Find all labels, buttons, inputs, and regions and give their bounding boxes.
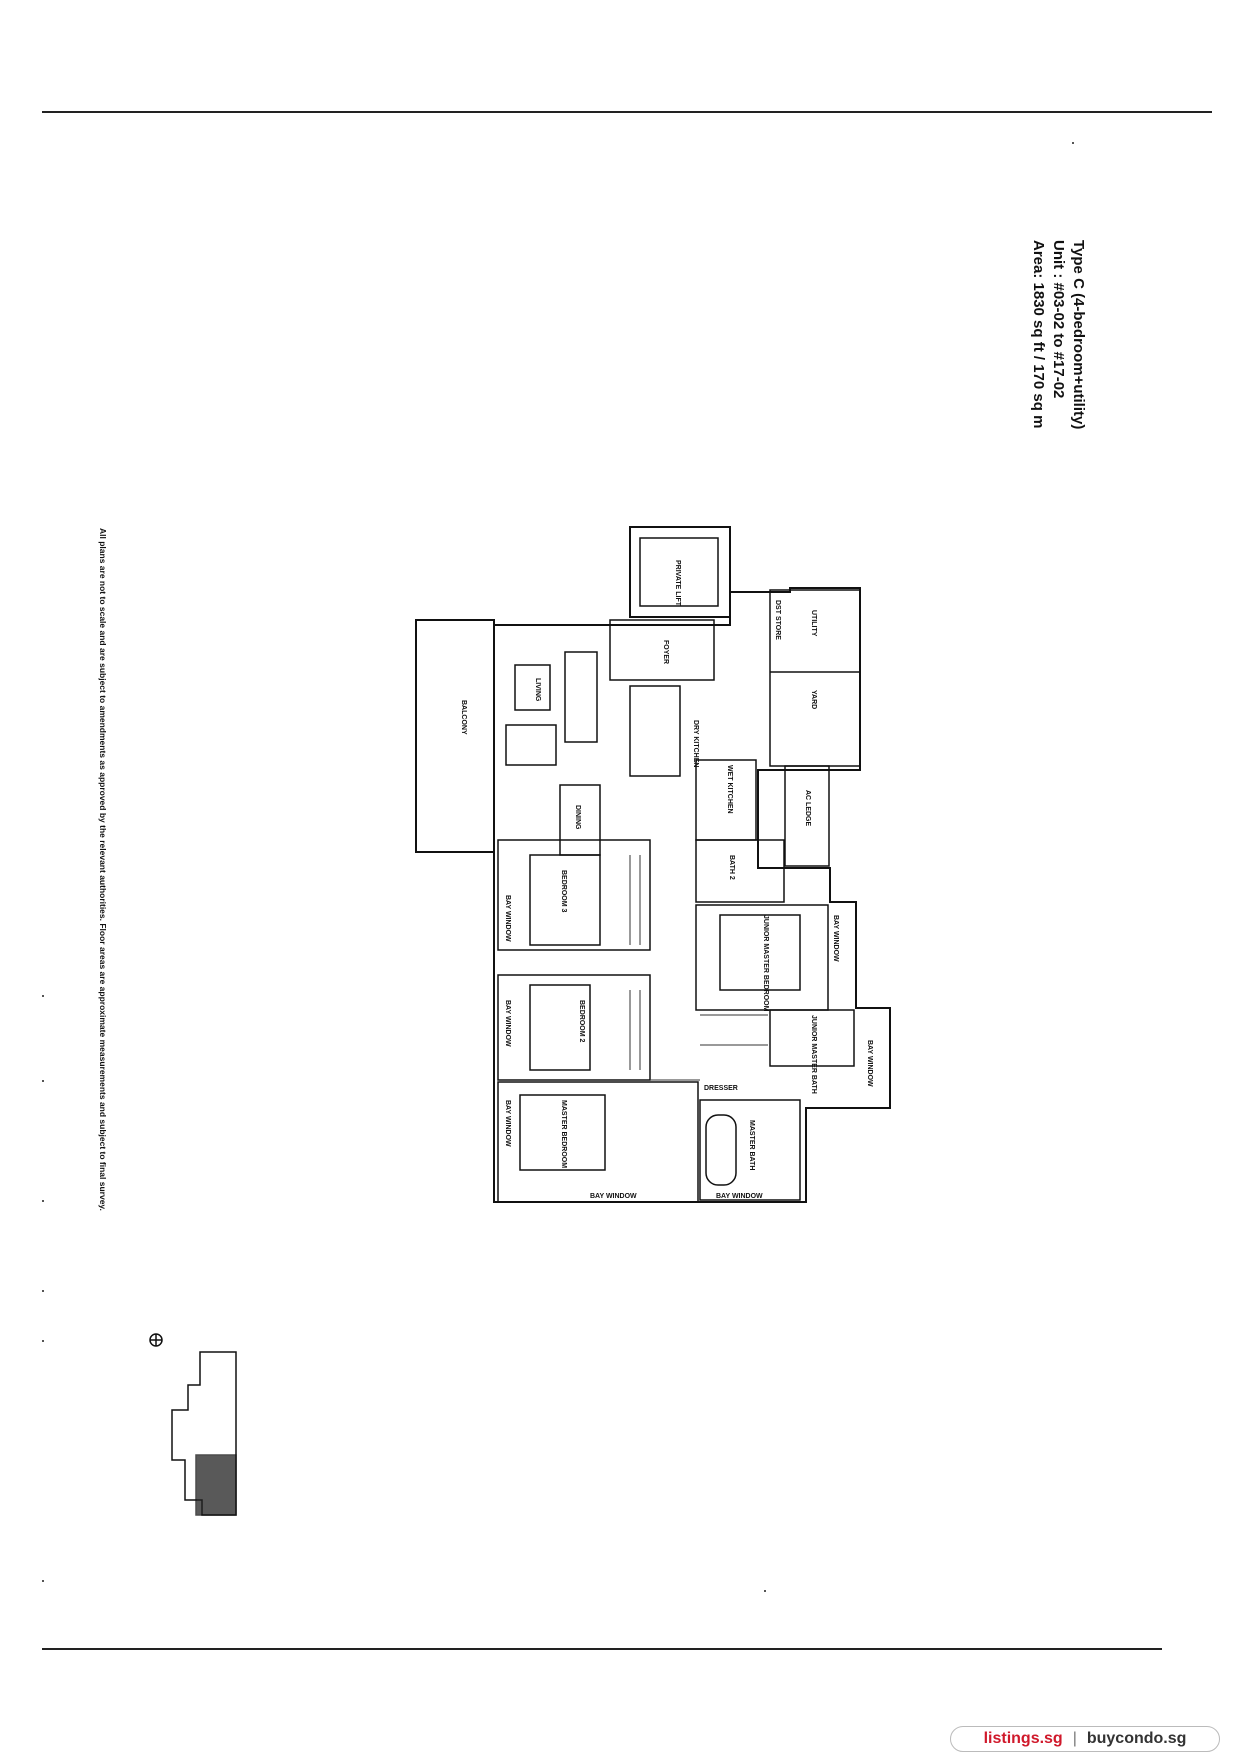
bottom-rule — [42, 1648, 1162, 1650]
bedroom-3-outline — [497, 839, 651, 951]
balcony-outline — [415, 619, 495, 853]
private-lift-shaft — [629, 526, 731, 618]
footer-brand-bar: listings.sg | buycondo.sg — [950, 1726, 1220, 1752]
label-dst-store: DST STORE — [774, 600, 781, 640]
label-dining: DINING — [574, 805, 581, 830]
label-living: LIVING — [534, 678, 541, 702]
label-dresser: DRESSER — [704, 1085, 738, 1092]
top-rule — [42, 111, 1212, 113]
label-master-bedroom: MASTER BEDROOM — [560, 1100, 567, 1168]
label-bay-window-bedroom-2: BAY WINDOW — [504, 1000, 511, 1047]
label-wet-kitchen: WET KITCHEN — [726, 765, 733, 814]
label-bedroom-3: BEDROOM 3 — [560, 870, 567, 913]
living-sofa-2 — [505, 724, 557, 766]
label-private-lift: PRIVATE LIFT — [674, 560, 681, 607]
label-utility: UTILITY — [810, 610, 817, 637]
label-bay-window-bedroom-3: BAY WINDOW — [504, 895, 511, 942]
junior-master-bed — [719, 914, 801, 991]
kitchen-counter — [629, 685, 681, 777]
label-junior-master-bedroom: JUNIOR MASTER BEDROOM — [762, 915, 769, 1012]
label-foyer: FOYER — [662, 640, 669, 664]
wet-kitchen-outline — [695, 759, 757, 841]
junior-master-bath-outline — [769, 1009, 855, 1067]
bed-2 — [529, 984, 591, 1071]
label-bay-window-master: BAY WINDOW — [504, 1100, 511, 1147]
bath-2-outline — [695, 839, 785, 903]
label-dry-kitchen: DRY KITCHEN — [692, 720, 699, 767]
junior-master-bedroom-outline — [695, 904, 829, 1011]
private-lift-car — [639, 537, 719, 607]
master-bedroom-outline — [497, 1081, 699, 1203]
bed-3 — [529, 854, 601, 946]
label-balcony: BALCONY — [460, 700, 467, 735]
label-ac-ledge: AC LEDGE — [804, 790, 811, 827]
label-master-bath: MASTER BATH — [748, 1120, 755, 1170]
label-bay-window-bath: BAY WINDOW — [716, 1193, 763, 1200]
bedroom-2-outline — [497, 974, 651, 1081]
brand-buycondo-link[interactable]: buycondo.sg — [1086, 1730, 1187, 1747]
bathtub — [705, 1114, 737, 1186]
foyer-outline — [609, 619, 715, 681]
label-bay-window-junior-bath: BAY WINDOW — [866, 1040, 873, 1087]
brand-listings-link[interactable]: listings.sg — [983, 1730, 1063, 1747]
ac-ledge-outline — [784, 765, 830, 867]
label-junior-master-bath: JUNIOR MASTER BATH — [810, 1015, 817, 1094]
footer-separator: | — [1072, 1730, 1077, 1747]
label-bath-2: BATH 2 — [728, 855, 735, 880]
label-bay-window-junior: BAY WINDOW — [832, 915, 839, 962]
living-sofa — [564, 651, 598, 743]
living-armchair — [514, 664, 551, 711]
outer-wall — [493, 587, 891, 1203]
master-bed — [519, 1094, 606, 1171]
label-yard: YARD — [810, 690, 817, 709]
label-bedroom-2: BEDROOM 2 — [578, 1000, 585, 1043]
label-bay-window-master-bottom: BAY WINDOW — [590, 1193, 637, 1200]
key-plan — [149, 1333, 237, 1516]
master-bath-outline — [699, 1099, 801, 1201]
